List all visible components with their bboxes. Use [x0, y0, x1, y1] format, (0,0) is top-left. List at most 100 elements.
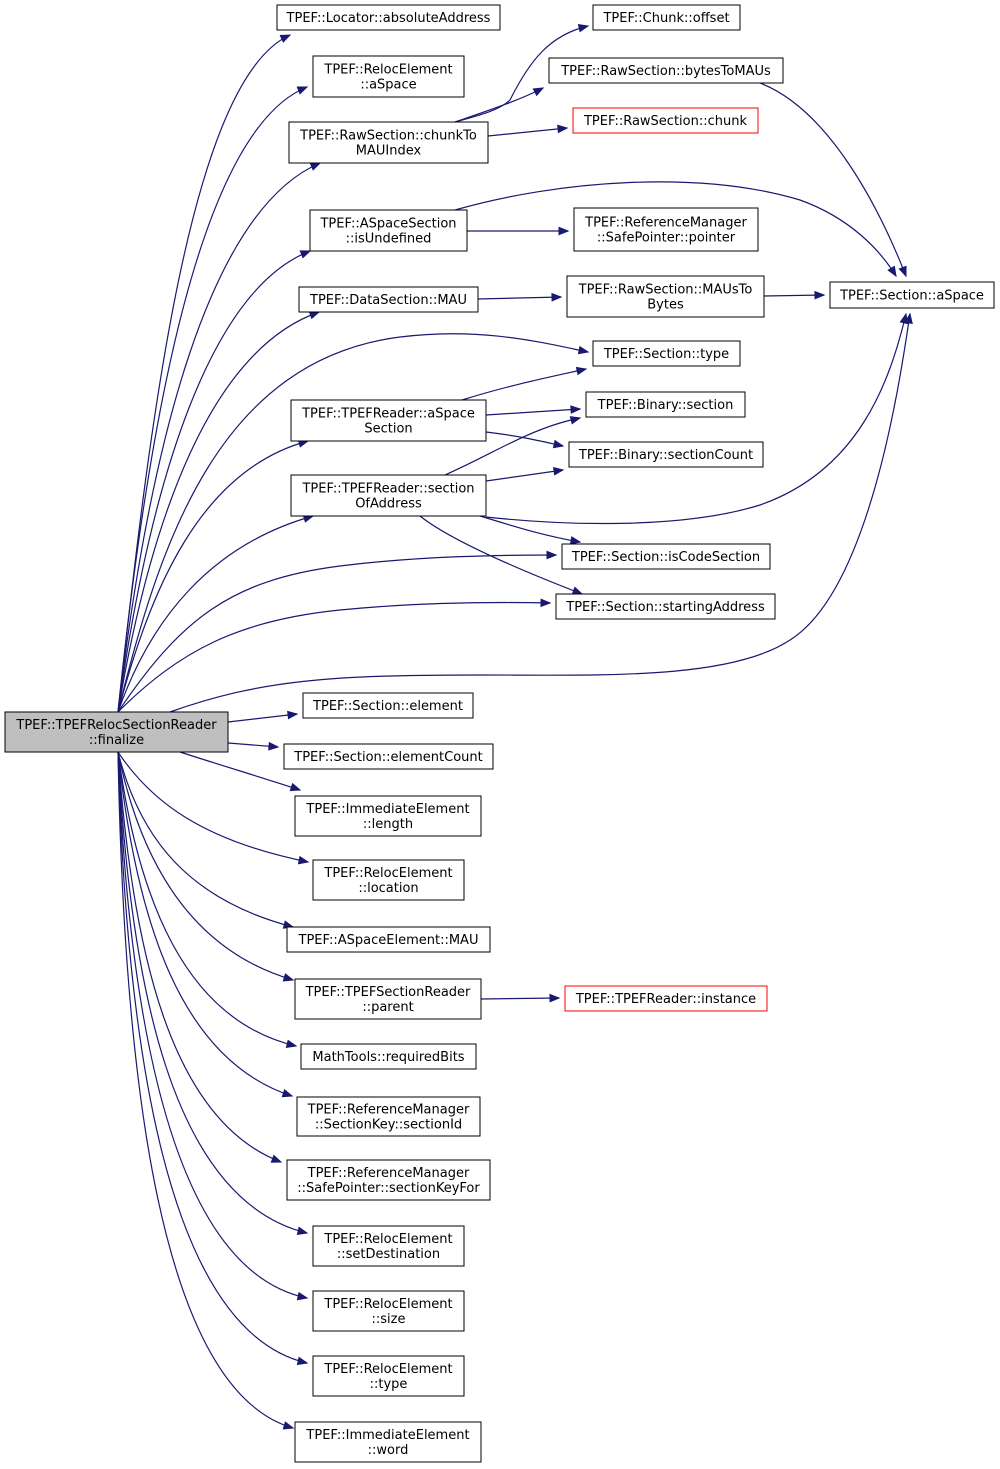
node-immLength[interactable]: TPEF::ImmediateElement::length — [294, 795, 482, 837]
arrowhead-icon — [571, 586, 584, 595]
edge-sectionOfAddress-to-isCodeSection — [479, 515, 582, 545]
node-label: TPEF::Section::elementCount — [293, 750, 483, 765]
arrowhead-icon — [299, 250, 312, 259]
node-immWord[interactable]: TPEF::ImmediateElement::word — [294, 1421, 482, 1463]
edge-line — [117, 751, 282, 1163]
edge-line — [117, 333, 589, 713]
node-label: ::length — [363, 817, 413, 832]
edge-line — [117, 440, 309, 713]
node-label: TPEF::TPEFRelocSectionReader — [15, 718, 217, 733]
node-box — [286, 1159, 491, 1201]
edge-root-to-isCodeSection — [117, 550, 558, 713]
arrowhead-icon — [549, 993, 561, 1003]
node-sectionCount[interactable]: TPEF::Binary::sectionCount — [568, 441, 764, 468]
arrowhead-icon — [279, 34, 292, 43]
node-sectionElement[interactable]: TPEF::Section::element — [302, 692, 474, 719]
node-label: ::location — [358, 881, 418, 896]
arrowhead-icon — [546, 550, 558, 560]
edge-mausToBytes-to-sectionASpace — [763, 290, 826, 300]
node-relocSize[interactable]: TPEF::RelocElement::size — [312, 1290, 465, 1332]
node-requiredBits[interactable]: MathTools::requiredBits — [300, 1043, 477, 1070]
edge-line — [117, 751, 309, 863]
node-box — [573, 207, 759, 252]
node-label: TPEF::RelocElement — [323, 866, 452, 881]
edge-line — [477, 296, 562, 300]
node-relocASpace[interactable]: TPEF::RelocElement::aSpace — [312, 55, 465, 98]
edge-root-to-parent — [117, 751, 295, 982]
node-sectionType[interactable]: TPEF::Section::type — [592, 340, 741, 367]
node-dataSectionMAU[interactable]: TPEF::DataSection::MAU — [298, 286, 479, 313]
node-relocType[interactable]: TPEF::RelocElement::type — [312, 1355, 465, 1397]
node-startingAddress[interactable]: TPEF::Section::startingAddress — [555, 593, 776, 620]
edge-root-to-setDestination — [117, 751, 309, 1235]
node-box — [312, 859, 465, 901]
node-isCodeSection[interactable]: TPEF::Section::isCodeSection — [561, 543, 771, 570]
edge-root-to-elementCount — [227, 741, 280, 751]
edge-root-to-immWord — [117, 751, 295, 1430]
arrowhead-icon — [569, 416, 582, 425]
node-box — [4, 711, 229, 753]
edge-root-to-relocLocation — [117, 751, 310, 865]
node-label: TPEF::Section::element — [312, 699, 463, 714]
node-box — [548, 57, 784, 84]
edge-aSpaceSection-to-sectionCount — [485, 431, 565, 449]
node-label: ::SectionKey::sectionId — [315, 1118, 462, 1133]
edge-root-to-relocASpace — [117, 86, 309, 713]
edge-root-to-startingAddress — [117, 598, 552, 713]
node-label: TPEF::Locator::absoluteAddress — [286, 11, 491, 26]
node-elementCount[interactable]: TPEF::Section::elementCount — [283, 743, 494, 770]
node-binarySection[interactable]: TPEF::Binary::section — [585, 391, 746, 418]
node-aSpaceElementMAU[interactable]: TPEF::ASpaceElement::MAU — [286, 926, 491, 953]
node-readerInstance[interactable]: TPEF::TPEFReader::instance — [564, 985, 768, 1012]
arrowhead-icon — [814, 290, 826, 300]
edge-line — [117, 751, 308, 1299]
node-box — [294, 978, 482, 1020]
node-box — [564, 985, 768, 1012]
edge-root-to-sectionType — [117, 333, 590, 713]
node-label: TPEF::TPEFReader::aSpace — [301, 407, 475, 422]
node-label: TPEF::ASpaceSection — [319, 217, 456, 232]
call-nodes: TPEF::TPEFRelocSectionReader::finalizeTP… — [4, 4, 995, 1463]
node-sectionASpace[interactable]: TPEF::Section::aSpace — [829, 281, 995, 309]
node-setDestination[interactable]: TPEF::RelocElement::setDestination — [312, 1225, 465, 1267]
node-label: ::size — [372, 1312, 406, 1327]
node-label: ::word — [368, 1443, 409, 1458]
node-label: TPEF::ReferenceManager — [307, 1166, 470, 1181]
edge-line — [117, 751, 294, 928]
node-sectionKeyFor[interactable]: TPEF::ReferenceManager::SafePointer::sec… — [286, 1159, 491, 1201]
node-label: TPEF::Section::type — [603, 347, 729, 362]
edge-root-to-immLength — [179, 751, 302, 792]
edge-line — [117, 751, 297, 1047]
node-relocLocation[interactable]: TPEF::RelocElement::location — [312, 859, 465, 901]
node-label: MathTools::requiredBits — [312, 1050, 464, 1065]
node-chunkOffset[interactable]: TPEF::Chunk::offset — [592, 4, 741, 31]
node-box — [829, 281, 995, 309]
node-rawChunk[interactable]: TPEF::RawSection::chunk — [572, 107, 759, 134]
node-bytesToMAUs[interactable]: TPEF::RawSection::bytesToMAUs — [548, 57, 784, 84]
node-box — [300, 1043, 477, 1070]
node-absoluteAddress[interactable]: TPEF::Locator::absoluteAddress — [276, 4, 501, 31]
edge-root-to-dataSectionMAU — [117, 311, 321, 713]
node-box — [290, 474, 487, 517]
edge-chunkToMAUIndex-to-bytesToMAUs — [454, 87, 545, 123]
node-label: TPEF::Section::aSpace — [839, 289, 984, 304]
node-sectionId[interactable]: TPEF::ReferenceManager::SectionKey::sect… — [296, 1096, 481, 1137]
edge-root-to-sectionElement — [227, 710, 299, 723]
edge-sectionOfAddress-to-sectionASpace — [485, 312, 908, 525]
node-isUndefined[interactable]: TPEF::ASpaceSection::isUndefined — [309, 209, 468, 252]
arrowhead-icon — [297, 855, 310, 865]
node-safePointer[interactable]: TPEF::ReferenceManager::SafePointer::poi… — [573, 207, 759, 252]
node-parent[interactable]: TPEF::TPEFSectionReader::parent — [294, 978, 482, 1020]
edge-root-to-aSpaceElementMAU — [117, 751, 295, 929]
node-label: Section — [364, 422, 412, 437]
arrowhead-icon — [287, 710, 299, 720]
node-box — [294, 1421, 482, 1463]
edge-aSpaceSection-to-binarySection — [485, 405, 582, 416]
edge-root-to-sectionKeyFor — [117, 751, 283, 1163]
node-box — [555, 593, 776, 620]
